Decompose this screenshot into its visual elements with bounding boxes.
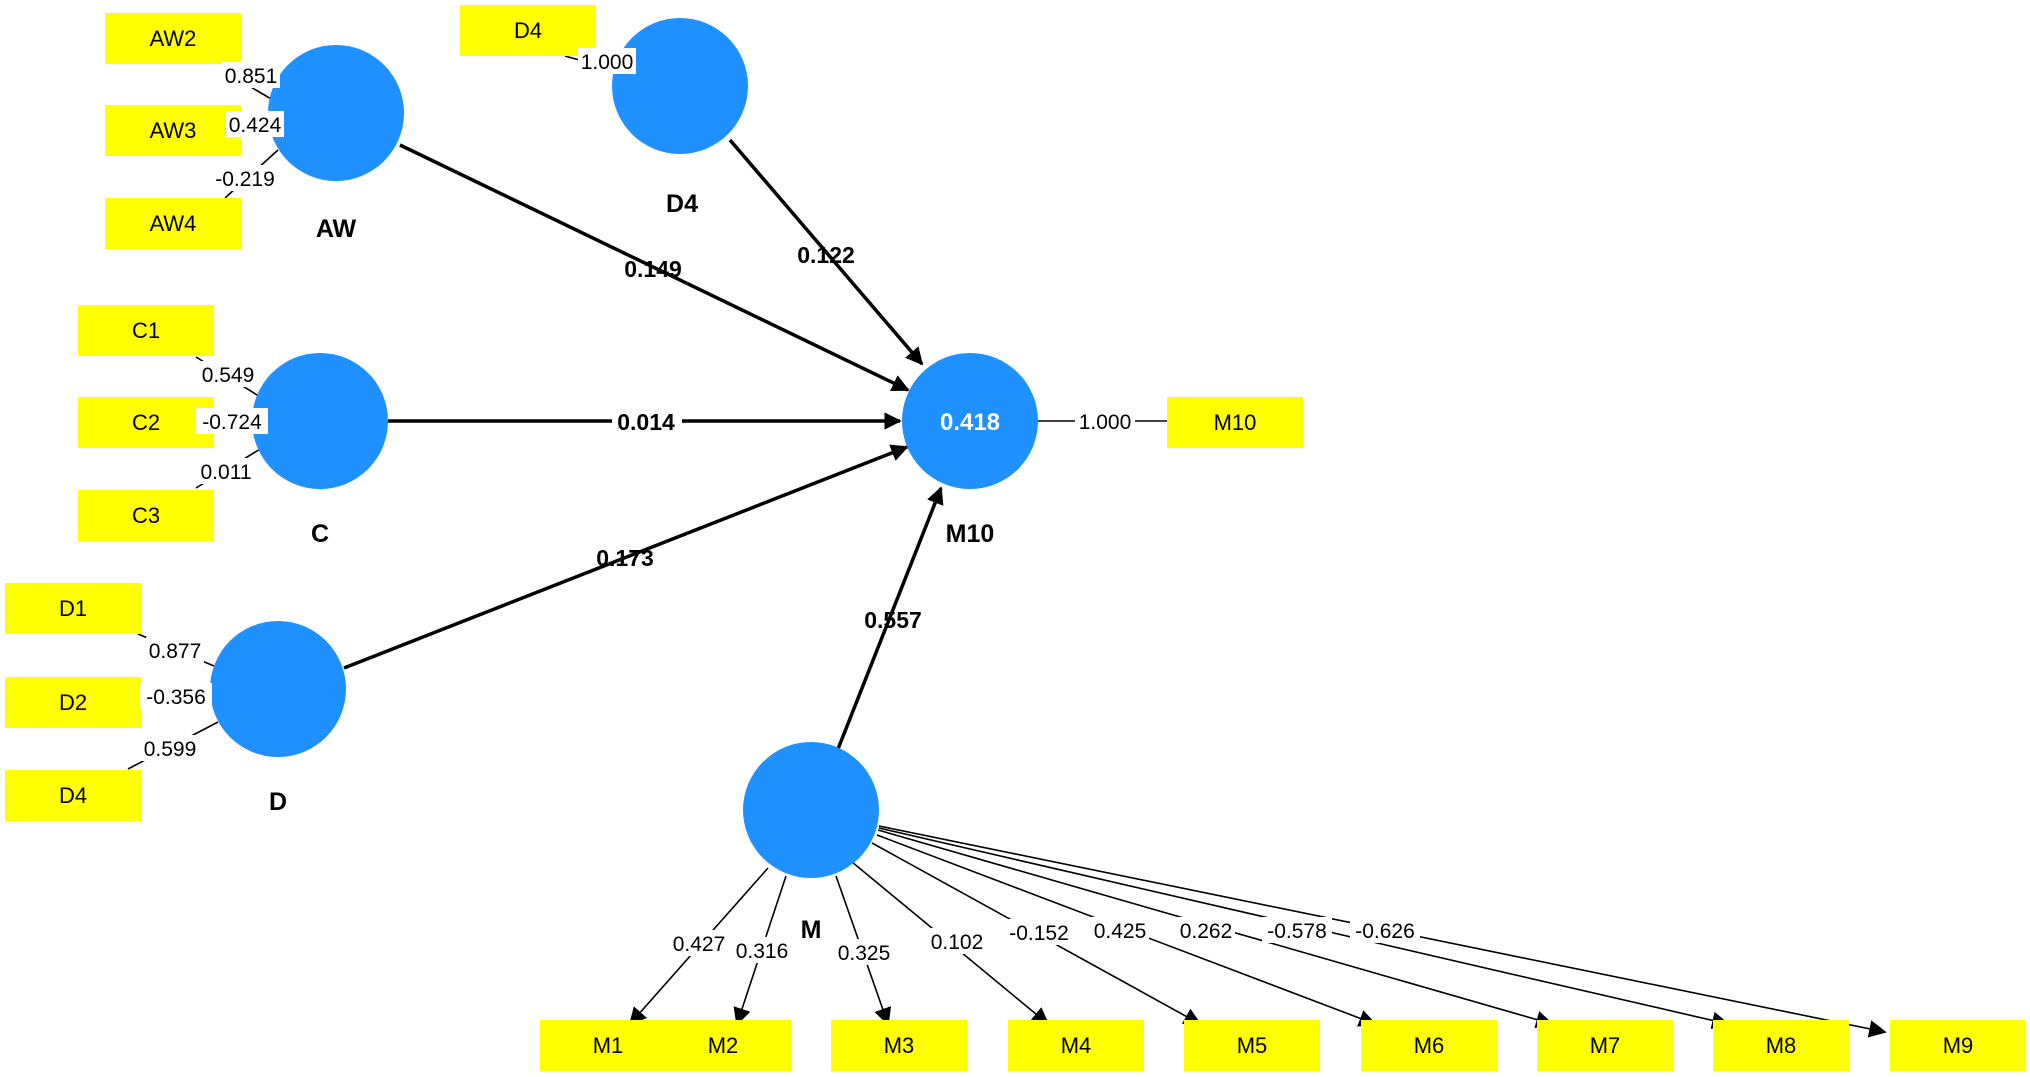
loading-label-m2: 0.316 [736,940,789,963]
construct-d4-label: D4 [666,190,698,218]
indicator-d2[interactable]: D2 [5,677,141,728]
indicator-m6[interactable]: M6 [1361,1020,1497,1071]
indicator-m1[interactable]: M1 [540,1020,676,1071]
svg-text:C3: C3 [132,503,160,528]
loading-label-m4: 0.102 [931,931,984,954]
svg-text:D4: D4 [514,18,542,43]
loading-label-d1: 0.877 [149,640,202,663]
svg-text:C2: C2 [132,410,160,435]
svg-text:M3: M3 [884,1033,915,1058]
svg-text:M7: M7 [1590,1033,1621,1058]
construct-m10-label: M10 [946,520,995,548]
indicator-m9[interactable]: M9 [1890,1020,2026,1071]
loading-label-aw2: 0.851 [225,65,278,88]
indicator-m8[interactable]: M8 [1713,1020,1849,1071]
loading-label-aw3: 0.424 [229,114,282,137]
path-label-d4-m10: 0.122 [797,242,855,268]
indicator-m5[interactable]: M5 [1184,1020,1320,1071]
indicator-d4[interactable]: D4 [5,770,141,821]
indicator-m10[interactable]: M10 [1167,397,1303,448]
loading-label-m9: -0.626 [1355,920,1415,943]
construct-m10[interactable]: 0.418 M10 [902,353,1038,548]
path-label-c-m10: 0.014 [617,409,675,435]
path-label-d-m10: 0.173 [596,545,654,571]
loading-label-m5: -0.152 [1009,922,1069,945]
svg-text:M1: M1 [593,1033,624,1058]
loading-lines [127,55,1887,1038]
svg-text:AW4: AW4 [150,211,197,236]
svg-text:M8: M8 [1766,1033,1797,1058]
loading-label-c2: -0.724 [202,411,262,434]
loading-labels: 0.851 0.424 -0.219 1.000 0.549 -0.724 0.… [140,48,1420,965]
construct-c-label: C [311,520,329,548]
svg-text:M6: M6 [1414,1033,1445,1058]
indicator-m4[interactable]: M4 [1008,1020,1144,1071]
construct-m[interactable]: M [743,742,879,944]
constructs: AW D4 C D 0.418 M10 M [210,18,1038,944]
construct-aw-label: AW [316,215,357,243]
loading-label-c1: 0.549 [202,364,255,387]
path-aw-m10[interactable] [399,143,910,392]
loading-label-c3: 0.011 [201,461,252,484]
loading-label-m3: 0.325 [838,942,891,965]
svg-text:M5: M5 [1237,1033,1268,1058]
indicator-aw4[interactable]: AW4 [105,198,241,249]
path-coefficients: 0.149 0.122 0.014 0.173 0.557 [596,242,922,633]
r-squared-m10: 0.418 [940,409,1000,436]
svg-text:M9: M9 [1943,1033,1974,1058]
path-label-m-m10: 0.557 [864,607,922,633]
loading-label-m7: 0.262 [1180,920,1233,943]
construct-d[interactable]: D [210,621,346,816]
svg-text:M10: M10 [1214,410,1257,435]
indicator-c1[interactable]: C1 [78,305,214,356]
indicator-m3[interactable]: M3 [831,1020,967,1071]
svg-text:M2: M2 [708,1033,739,1058]
loading-label-m6: 0.425 [1094,920,1147,943]
construct-aw[interactable]: AW [268,45,404,243]
svg-text:D4: D4 [59,783,87,808]
indicator-d1[interactable]: D1 [5,583,141,634]
construct-c[interactable]: C [252,353,388,548]
indicator-d4-top[interactable]: D4 [460,5,596,56]
svg-text:M4: M4 [1061,1033,1092,1058]
svg-text:AW3: AW3 [150,118,197,143]
svg-text:AW2: AW2 [150,26,197,51]
path-m-m10[interactable] [836,486,944,750]
loading-label-m1: 0.427 [673,933,726,956]
indicator-m2[interactable]: M2 [655,1020,791,1071]
loading-label-m10: 1.000 [1079,411,1132,434]
loading-label-d4: 0.599 [144,738,197,761]
path-d-m10[interactable] [343,444,909,670]
svg-text:C1: C1 [132,318,160,343]
loading-label-m8: -0.578 [1267,920,1327,943]
path-label-aw-m10: 0.149 [624,256,682,282]
svg-text:D2: D2 [59,690,87,715]
indicator-c3[interactable]: C3 [78,490,214,541]
svg-text:D1: D1 [59,596,87,621]
construct-d-label: D [269,788,287,816]
indicators: AW2 AW3 AW4 D4 C1 C2 C3 D1 [5,5,2026,1071]
indicator-aw3[interactable]: AW3 [105,105,241,156]
loading-label-d2: -0.356 [146,686,206,709]
loading-label-aw4: -0.219 [215,168,275,191]
path-d4-m10[interactable] [728,138,924,366]
indicator-c2[interactable]: C2 [78,397,214,448]
construct-d4[interactable]: D4 [612,18,748,218]
indicator-aw2[interactable]: AW2 [105,13,241,64]
loading-label-d4-top: 1.000 [581,51,634,74]
construct-m-label: M [801,916,822,944]
indicator-m7[interactable]: M7 [1537,1020,1673,1071]
structural-paths [343,138,944,750]
